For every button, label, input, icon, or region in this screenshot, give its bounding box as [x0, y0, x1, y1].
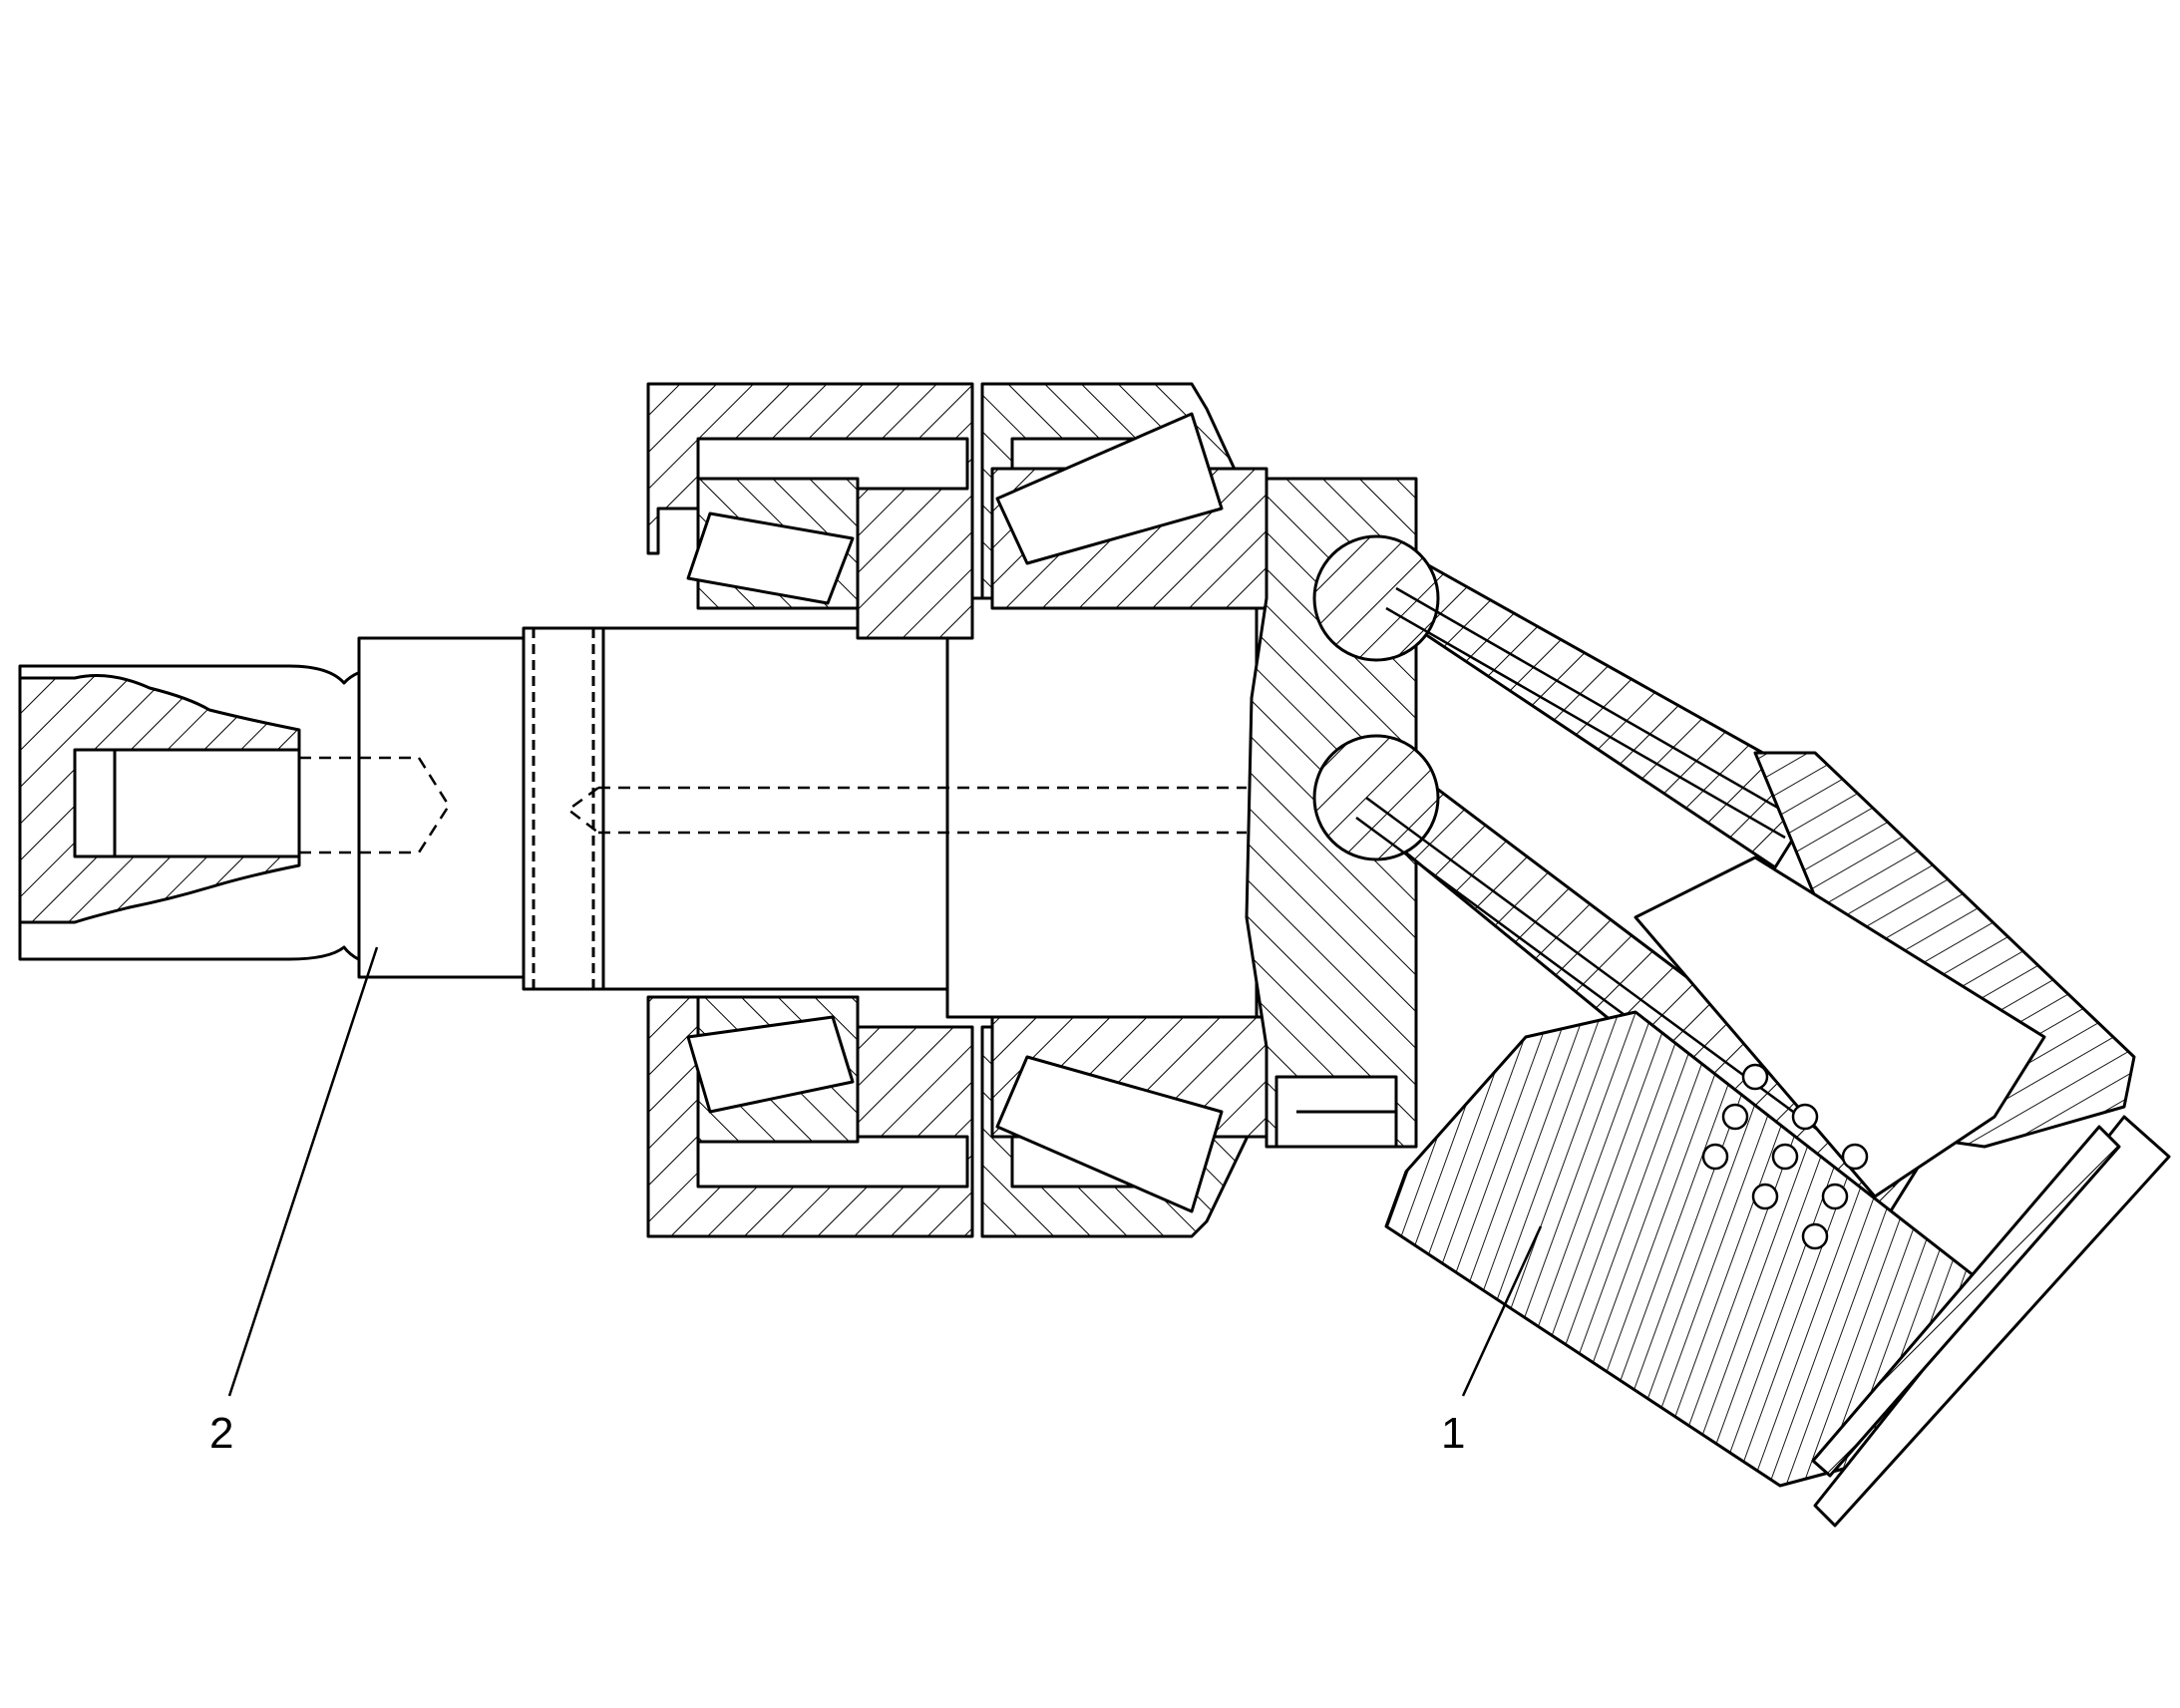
callout-2: 2	[209, 1409, 234, 1458]
shaft-journal	[601, 626, 949, 991]
threaded-bore	[73, 748, 301, 858]
piston-ball	[1312, 534, 1440, 662]
roller	[995, 412, 1224, 565]
spring	[1701, 1063, 1869, 1250]
cylinder-block	[1384, 751, 2171, 1528]
taper-roller-bearings	[686, 412, 1269, 1213]
output-shaft	[18, 596, 1259, 1019]
callout-1: 1	[1441, 1409, 1466, 1458]
piston-ball	[1312, 734, 1440, 861]
shaft-flange	[945, 596, 1259, 1019]
roller	[995, 1055, 1224, 1213]
shaft-collar	[357, 636, 526, 979]
leader-line-1	[1461, 1225, 1543, 1397]
leader-line-2	[227, 946, 379, 1397]
roller	[686, 512, 855, 605]
shaft-groove	[522, 626, 605, 991]
roller	[686, 1015, 855, 1114]
